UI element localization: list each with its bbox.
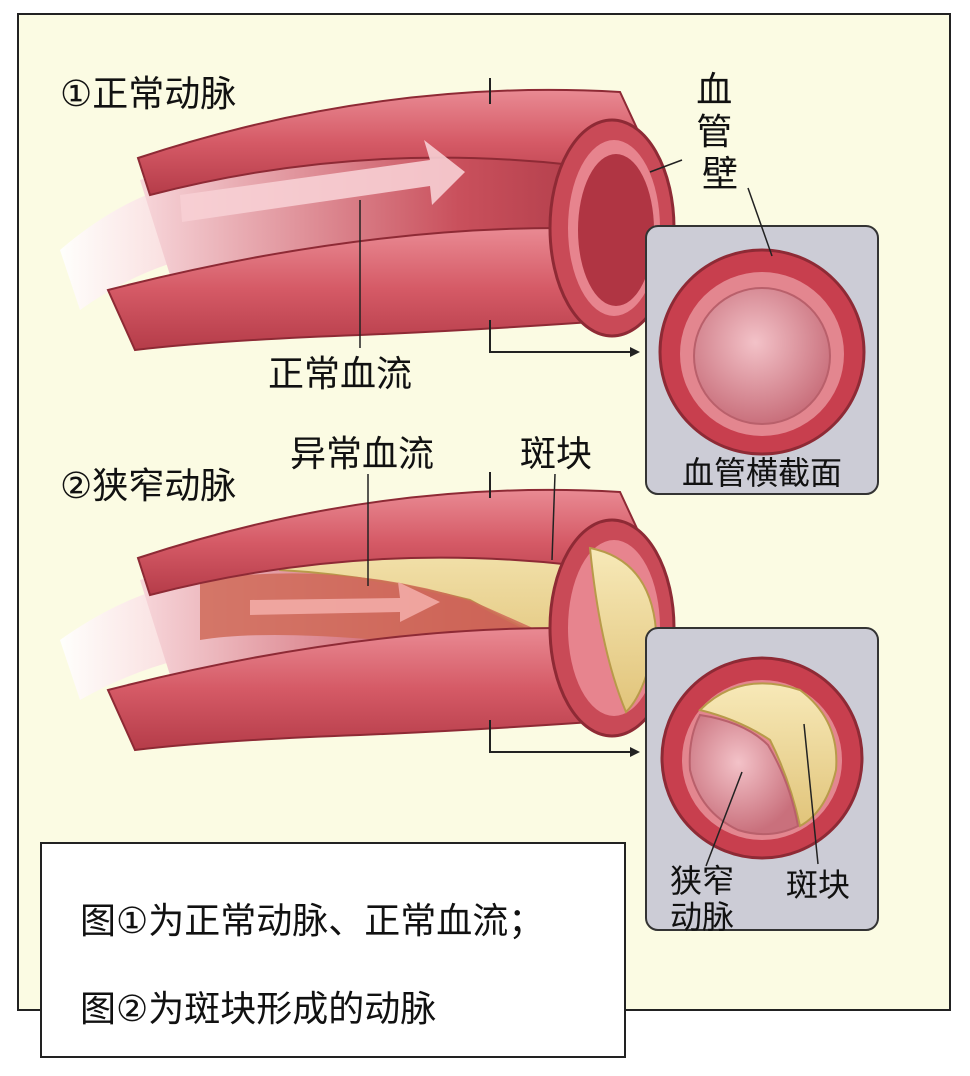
vessel-wall-char-2: 管 (696, 112, 732, 153)
narrowed-artery-label-2: 动脉 (670, 898, 734, 936)
caption-box: 图①为正常动脉、正常血流； 图②为斑块形成的动脉 (40, 842, 626, 1058)
wall-leader-1 (649, 159, 683, 173)
abnormal-flow-arrow (250, 582, 440, 622)
vessel-wall-char-3: 壁 (702, 154, 738, 195)
narrow-artery-title: ②狭窄动脉 (60, 466, 236, 507)
normal-cross-section (645, 225, 879, 495)
vessel-wall-char-1: 血 (696, 70, 732, 111)
plaque-leader (551, 473, 556, 561)
narrow-cross-section (645, 627, 879, 931)
pointer-to-cross-section-2 (489, 720, 635, 753)
normal-flow-arrow (180, 140, 465, 222)
narrowed-artery-label-1: 狭窄 (670, 862, 734, 900)
abnormal-flow-label: 异常血流 (290, 434, 434, 475)
narrowed-artery (60, 472, 676, 757)
caption-line-2: 图②为斑块形成的动脉 (80, 989, 437, 1030)
wall-leader-2 (747, 187, 773, 257)
vessel-wall-label: 血 管 壁 (696, 70, 743, 195)
narrowed-leader (705, 771, 743, 867)
normal-artery-title: ①正常动脉 (60, 74, 236, 115)
normal-artery (60, 78, 676, 357)
normal-flow-label: 正常血流 (268, 354, 412, 395)
plaque-leader-2 (803, 723, 819, 865)
caption-line-1: 图①为正常动脉、正常血流； (80, 901, 545, 942)
cross-section-label: 血管横截面 (682, 454, 842, 492)
plaque-label-cross-section: 斑块 (786, 866, 850, 904)
plaque-label: 斑块 (520, 434, 592, 475)
pointer-to-cross-section-1 (489, 320, 635, 353)
